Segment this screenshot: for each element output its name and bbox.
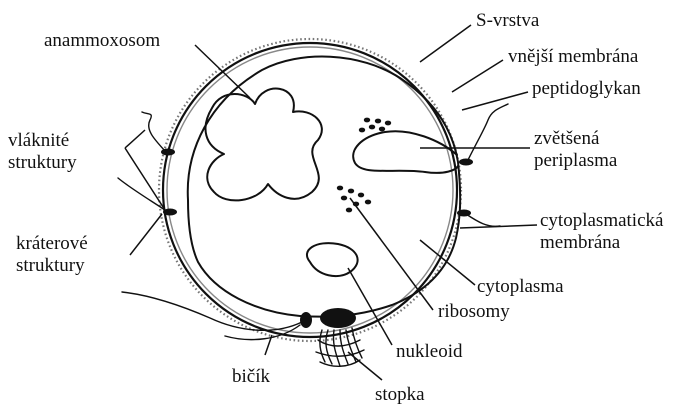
label-filament-structures-1: vláknité (8, 130, 69, 151)
s-layer-ring (159, 39, 461, 341)
label-anammoxosome: anammoxosom (44, 30, 160, 51)
label-ribosomes: ribosomy (438, 301, 510, 322)
label-crater-structures-2: struktury (16, 255, 85, 276)
peptidoglycan-ring (167, 47, 453, 333)
label-filament-structures-2: struktury (8, 152, 77, 173)
label-cytoplasmic-membrane-1: cytoplasmatická (540, 210, 664, 231)
label-crater-structures-1: kráterové (16, 233, 88, 254)
label-enlarged-periplasm-1: zvětšená (534, 128, 600, 149)
label-s-layer: S-vrstva (476, 10, 540, 31)
label-enlarged-periplasm-2: periplasma (534, 150, 618, 171)
label-peptidoglycan: peptidoglykan (532, 78, 641, 99)
label-nucleoid: nukleoid (396, 341, 463, 362)
filament-structures (118, 104, 508, 226)
anammoxosome (206, 89, 322, 201)
ribosome-cluster-lower (337, 186, 371, 213)
label-cytoplasmic-membrane-2: membrána (540, 232, 621, 253)
label-cytoplasm: cytoplasma (477, 276, 564, 297)
label-stalk: stopka (375, 384, 425, 405)
label-flagellum: bičík (232, 366, 270, 387)
ribosome-cluster-upper (359, 118, 391, 133)
label-outer-membrane: vnější membrána (508, 46, 639, 67)
